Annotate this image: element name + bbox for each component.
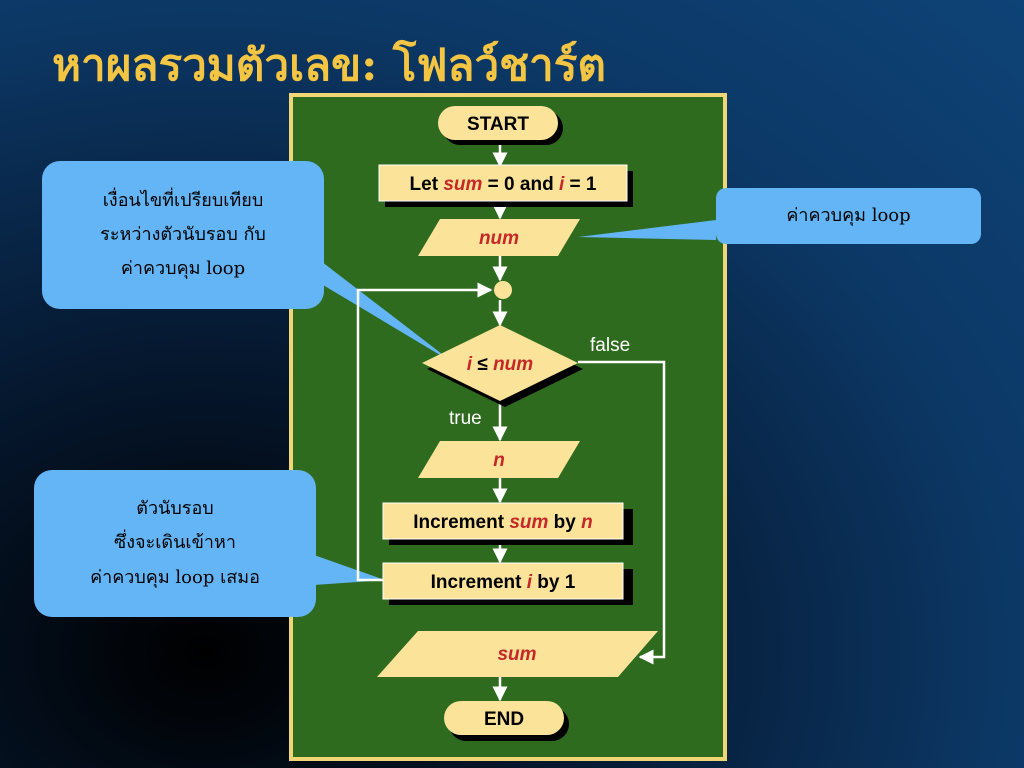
input-num-label: num — [479, 228, 519, 249]
callout-condition-line-1: เงื่อนไขที่เปรียบเทียบ — [102, 189, 264, 211]
true-label: true — [449, 408, 482, 429]
increment-sum-label: Increment sum by n — [413, 512, 593, 533]
slide-title: หาผลรวมตัวเลข: โฟลว์ชาร์ต — [52, 40, 606, 91]
start-label: START — [467, 114, 529, 135]
callout-condition-line-3: ค่าควบคุม loop — [120, 258, 246, 280]
callout-condition-note: เงื่อนไขที่เปรียบเทียบ ระหว่างตัวนับรอบ … — [42, 161, 324, 309]
input-n-node: n — [418, 441, 580, 478]
callout-control-note: ค่าควบคุม loop — [716, 188, 981, 244]
input-num-node: num — [418, 219, 580, 256]
end-label: END — [484, 709, 524, 730]
callout-pointer-counter — [314, 555, 385, 585]
edge-loop-back — [356, 282, 493, 582]
loop-junction — [494, 281, 512, 299]
increment-sum-process: Increment sum by n — [382, 502, 633, 545]
callout-pointer-control — [578, 220, 716, 240]
init-label: Let sum = 0 and i = 1 — [410, 174, 597, 195]
output-sum-node: sum — [377, 631, 658, 677]
condition-decision: i ≤ num — [422, 325, 583, 407]
start-node: START — [438, 106, 563, 145]
init-process: Let sum = 0 and i = 1 — [378, 164, 633, 207]
callout-control-line-1: ค่าควบคุม loop — [786, 204, 911, 226]
callout-counter-line-1: ตัวนับรอบ — [136, 498, 214, 520]
callout-counter-line-2: ซึ่งจะเดินเข้าหา — [114, 532, 236, 554]
increment-i-label: Increment i by 1 — [431, 572, 576, 593]
output-sum-label: sum — [497, 644, 536, 665]
input-n-label: n — [493, 450, 505, 471]
callout-counter-note: ตัวนับรอบ ซึ่งจะเดินเข้าหา ค่าควบคุม loo… — [34, 470, 316, 617]
end-node: END — [444, 701, 569, 741]
callout-condition-line-2: ระหว่างตัวนับรอบ กับ — [100, 223, 266, 245]
increment-i-process: Increment i by 1 — [382, 562, 633, 605]
callout-pointer-condition — [300, 245, 455, 364]
condition-label: i ≤ num — [467, 354, 533, 375]
false-label: false — [590, 335, 630, 356]
edge-false — [578, 360, 666, 665]
callout-counter-line-3: ค่าควบคุม loop เสมอ — [90, 566, 260, 588]
